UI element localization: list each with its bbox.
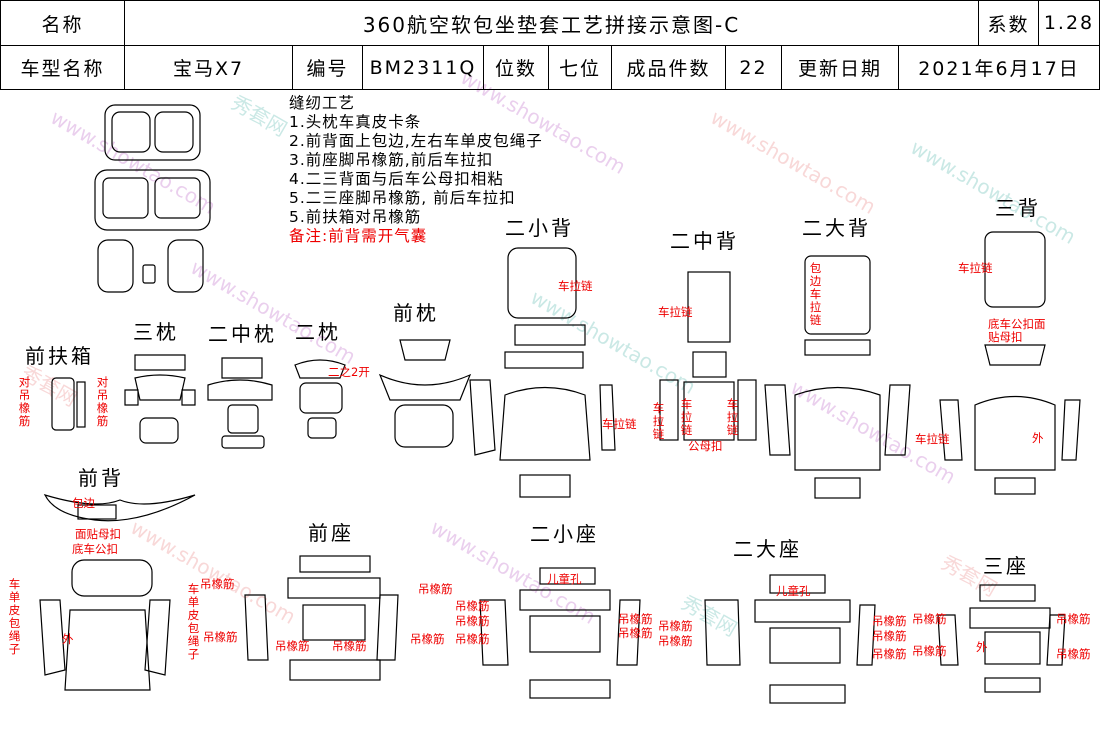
annotation-elastic: 吊橡筋: [1056, 612, 1091, 626]
label-third-seat: 三座: [983, 554, 1029, 578]
annotation-elastic: 吊橡筋: [872, 647, 907, 661]
annotation-child-hole: 儿童孔: [776, 584, 811, 598]
second-mid-back-pieces: [659, 271, 757, 441]
second-headrest-pieces: [294, 359, 346, 439]
label-second-big-back: 二大背: [802, 216, 871, 240]
second-big-seat-pieces: [704, 574, 876, 704]
note-item: 5.前扶箱对吊橡筋: [289, 208, 422, 226]
second-mid-headrest-pieces: [207, 357, 273, 449]
annotation-elastic: 吊橡筋: [200, 577, 235, 591]
annotation-zipper-vertical: 车拉链: [680, 397, 693, 437]
front-headrest-pieces: [378, 339, 472, 448]
annotation-face-snap: 面贴母扣: [75, 527, 121, 541]
annotation-bottom-snap: 底车公扣面贴母扣: [988, 317, 1046, 344]
annotation-elastic: 吊橡筋: [455, 632, 490, 646]
annotation-elastic: 吊橡筋: [455, 614, 490, 628]
label-front-armrest: 前扶箱: [25, 344, 94, 368]
third-back-pieces: [939, 231, 1081, 495]
annotation-zipper: 车拉链: [558, 279, 593, 293]
header-table: 名称 360航空软包坐垫套工艺拼接示意图-C 系数 1.28 车型名称 宝马X7…: [0, 0, 1100, 90]
front-back-pieces: [39, 494, 196, 691]
annotation-elastic: 吊橡筋: [872, 629, 907, 643]
label-second-mid-headrest: 二中枕: [208, 322, 277, 346]
annotation-zipper-vertical: 车拉链: [652, 401, 665, 441]
annotation-opposite-elastic-right: 对吊橡筋: [96, 375, 109, 428]
front-seat-pieces: [244, 555, 399, 681]
seat-overview-illustration: [94, 104, 211, 293]
annotation-single-leather-rope: 车单皮包绳子: [8, 577, 21, 656]
annotation-outer: 外: [62, 632, 74, 646]
annotation-edge-zipper: 包边车拉链: [809, 261, 822, 327]
third-headrest-pieces: [124, 354, 196, 444]
annotation-zipper: 车拉链: [658, 305, 693, 319]
annotation-elastic: 吊橡筋: [658, 619, 693, 633]
second-small-back-pieces: [469, 247, 616, 498]
annotation-elastic: 吊橡筋: [912, 644, 947, 658]
label-second-mid-back: 二中背: [670, 229, 739, 253]
annotation-outer: 外: [976, 640, 988, 654]
annotation-elastic: 吊橡筋: [1056, 647, 1091, 661]
annotation-outer: 外: [1032, 431, 1044, 445]
annotation-elastic: 吊橡筋: [658, 634, 693, 648]
annotation-zipper: 车拉链: [958, 261, 993, 275]
label-second-small-back: 二小背: [505, 216, 574, 240]
third-seat-pieces: [937, 584, 1066, 693]
second-big-back-pieces: [764, 255, 911, 499]
label-front-headrest: 前枕: [393, 301, 439, 325]
label-front-back: 前背: [78, 466, 124, 490]
annotation-elastic: 吊橡筋: [203, 630, 238, 644]
annotation-bottom-snap: 底车公扣: [72, 542, 118, 556]
label-front-seat: 前座: [308, 521, 354, 545]
annotation-elastic: 吊橡筋: [912, 612, 947, 626]
label-second-big-seat: 二大座: [733, 537, 802, 561]
annotation-elastic: 吊橡筋: [332, 639, 367, 653]
annotation-elastic: 吊橡筋: [618, 626, 653, 640]
notes-title: 缝纫工艺: [289, 94, 356, 112]
label-third-back: 三背: [995, 196, 1041, 220]
annotation-zipper: 车拉链: [602, 417, 637, 431]
annotation-single-leather-rope: 车单皮包绳子: [187, 582, 200, 661]
annotation-child-hole: 儿童孔: [547, 572, 582, 586]
annotation-opposite-elastic-left: 对吊橡筋: [18, 375, 31, 428]
annotation-elastic: 吊橡筋: [618, 612, 653, 626]
note-item: 4.二三背面与后车公母扣相粘: [289, 170, 504, 188]
note-item: 5.二三座脚吊橡筋, 前后车拉扣: [289, 189, 516, 207]
annotation-elastic: 吊橡筋: [410, 632, 445, 646]
annotation-elastic: 吊橡筋: [418, 582, 453, 596]
annotation-elastic: 吊橡筋: [455, 599, 490, 613]
note-item: 2.前背面上包边,左右车单皮包绳子: [289, 132, 543, 150]
label-second-headrest: 二枕: [295, 320, 341, 344]
annotation-open: 二之2开: [328, 365, 370, 379]
note-item: 3.前座脚吊橡筋,前后车拉扣: [289, 151, 494, 169]
annotation-zipper-vertical: 车拉链: [726, 397, 739, 437]
sewing-notes: 缝纫工艺 1.头枕车真皮卡条 2.前背面上包边,左右车单皮包绳子 3.前座脚吊橡…: [289, 94, 543, 246]
annotation-male-female-snap: 公母扣: [688, 439, 723, 453]
label-second-small-seat: 二小座: [530, 522, 599, 546]
annotation-zipper: 车拉链: [915, 432, 950, 446]
notes-remark: 备注:前背需开气囊: [289, 227, 428, 245]
annotation-edge-strip: 包边: [72, 496, 95, 510]
annotation-elastic: 吊橡筋: [275, 639, 310, 653]
label-third-headrest: 三枕: [133, 320, 179, 344]
annotation-elastic: 吊橡筋: [872, 614, 907, 628]
second-small-seat-pieces: [479, 567, 641, 699]
note-item: 1.头枕车真皮卡条: [289, 113, 422, 131]
front-armrest-pieces: [51, 377, 86, 431]
